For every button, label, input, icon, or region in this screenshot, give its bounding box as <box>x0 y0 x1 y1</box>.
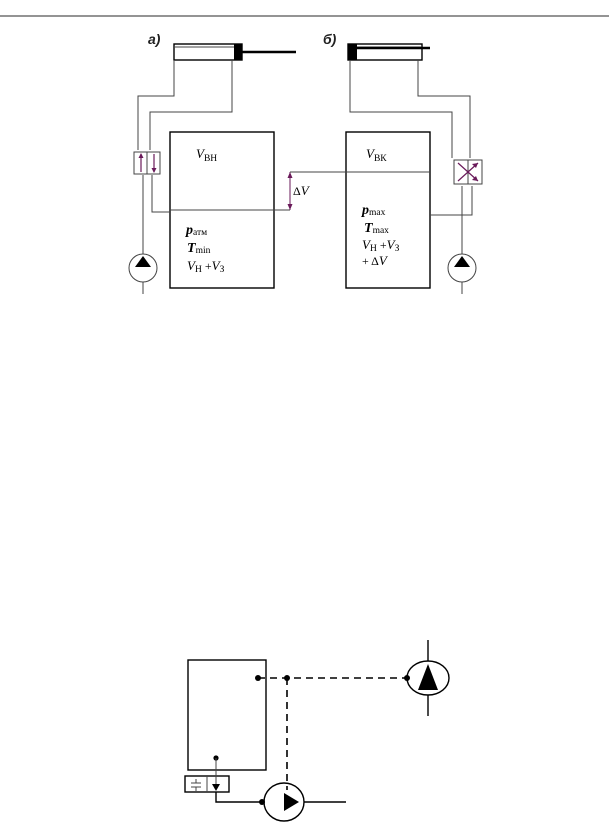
directional-valve-b-icon <box>453 159 483 185</box>
tank-a-temperature-label: Tmin <box>187 241 211 256</box>
pipe-a-right <box>149 60 233 150</box>
tank-b-volume-label: VВК <box>366 146 387 164</box>
check-valve-icon <box>184 775 230 793</box>
pipe-b-return <box>430 186 473 216</box>
hydraulic-motor-icon[interactable] <box>404 640 450 716</box>
pipe-a-left <box>137 60 175 150</box>
tank-b-volume-sum: VН+VЗ <box>362 237 400 254</box>
pipe-a-return <box>151 175 170 213</box>
figure-b: б) V <box>290 31 483 294</box>
tank-b-pressure-label: pmax <box>361 203 386 218</box>
delta-v-dimension: ΔV <box>287 172 311 210</box>
tank-a-pressure-label: pатм <box>185 223 207 238</box>
tank-b <box>345 131 431 289</box>
tank-b-delta-line: + ΔV <box>362 253 389 268</box>
pump-b-icon <box>447 253 477 294</box>
tank-c <box>187 659 267 771</box>
pipe-c-to-pump <box>215 792 262 803</box>
directional-valve-a-icon <box>133 151 161 175</box>
pipe-b-left <box>349 60 453 158</box>
delta-v-label: ΔV <box>293 183 311 198</box>
tank-a-volume-label: VВН <box>196 146 217 164</box>
tank-a-volume-sum: VН+VЗ <box>187 258 225 275</box>
pipe-b-right <box>417 60 471 158</box>
tank-b-temperature-label: Tmax <box>364 221 389 236</box>
pump-c-icon[interactable] <box>263 782 346 822</box>
figure-a-label: а) <box>148 31 161 47</box>
pump-a-icon <box>128 253 158 294</box>
figure-b-label: б) <box>323 31 337 47</box>
cylinder-a-icon <box>173 43 296 61</box>
cylinder-b-icon <box>347 43 430 61</box>
bottom-schematic <box>184 640 450 822</box>
figure-a: а) V <box>128 31 296 294</box>
